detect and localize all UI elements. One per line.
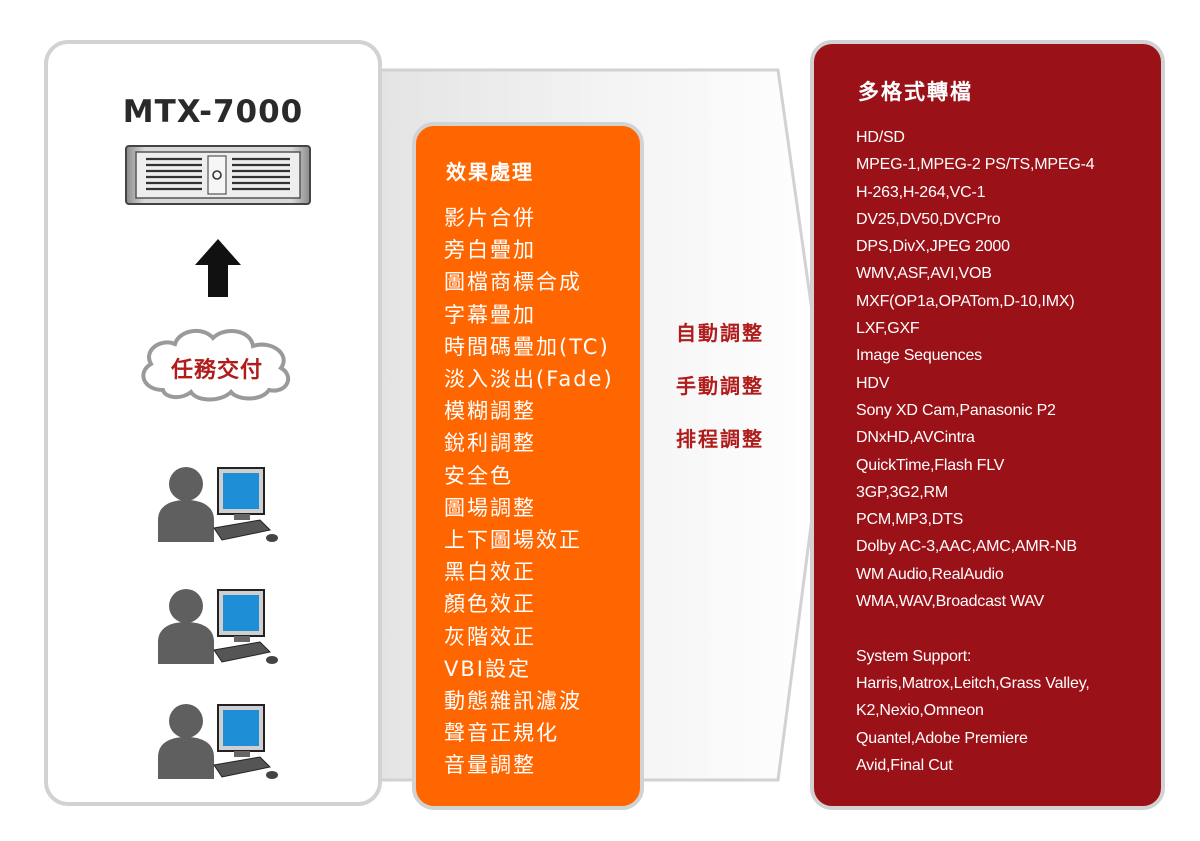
adjust-item: 排程調整 xyxy=(676,427,764,451)
format-item: LXF,GXF xyxy=(856,320,920,338)
support-item: Quantel,Adobe Premiere xyxy=(856,729,1028,747)
server-rack-icon xyxy=(125,145,311,205)
formats-panel: 多格式轉檔 HD/SD MPEG-1,MPEG-2 PS/TS,MPEG-4 H… xyxy=(810,40,1165,810)
effects-list: 影片合併 旁白疊加 圖檔商標合成 字幕疊加 時間碼疊加(TC) 淡入淡出(Fad… xyxy=(444,202,614,782)
format-item: HD/SD xyxy=(856,129,905,146)
support-item: Harris,Matrox,Leitch,Grass Valley, xyxy=(856,674,1090,692)
effects-item: 黑白效正 xyxy=(444,560,536,585)
effects-item: 圖場調整 xyxy=(444,495,536,520)
list-spacer xyxy=(856,615,1094,642)
format-item: WM Audio,RealAudio xyxy=(856,565,1004,583)
adjust-list: 自動調整 手動調整 排程調整 xyxy=(676,318,764,477)
effects-item: 旁白疊加 xyxy=(444,238,536,263)
format-item: DV25,DV50,DVCPro xyxy=(856,210,1001,228)
format-item: PCM,MP3,DTS xyxy=(856,511,964,529)
effects-item: 模糊調整 xyxy=(444,399,536,424)
format-item: WMV,ASF,AVI,VOB xyxy=(856,265,992,283)
adjust-item: 手動調整 xyxy=(676,374,764,398)
effects-item: 圖檔商標合成 xyxy=(444,270,582,295)
adjust-item: 自動調整 xyxy=(676,321,764,345)
effects-item: 上下圖場效正 xyxy=(444,528,582,553)
effects-item: 影片合併 xyxy=(444,206,536,230)
effects-item: 動態雜訊濾波 xyxy=(444,689,582,714)
source-panel: MTX-7000 任務交付 xyxy=(44,40,382,806)
format-item: 3GP,3G2,RM xyxy=(856,483,948,501)
support-item: K2,Nexio,Omneon xyxy=(856,702,984,720)
effects-item: 安全色 xyxy=(444,463,513,488)
effects-item: 顏色效正 xyxy=(444,592,536,617)
effects-item: 音量調整 xyxy=(444,753,536,778)
format-item: WMA,WAV,Broadcast WAV xyxy=(856,593,1045,611)
format-item: DPS,DivX,JPEG 2000 xyxy=(856,238,1010,256)
effects-item: 聲音正規化 xyxy=(444,721,559,746)
effects-item: 淡入淡出(Fade) xyxy=(444,367,614,392)
formats-list: HD/SD MPEG-1,MPEG-2 PS/TS,MPEG-4 H-263,H… xyxy=(856,124,1095,779)
workstation-icon xyxy=(158,467,278,542)
support-item: System Support: xyxy=(856,647,972,665)
effects-item: 灰階效正 xyxy=(444,624,536,649)
device-title: MTX-7000 xyxy=(122,94,304,130)
format-item: H-263,H-264,VC-1 xyxy=(856,183,986,201)
effects-item: 銳利調整 xyxy=(444,431,536,456)
delivery-label: 任務交付 xyxy=(170,358,263,383)
support-item: Avid,Final Cut xyxy=(856,756,953,774)
cloud-icon xyxy=(141,328,291,402)
workstation-icon xyxy=(158,704,278,779)
format-item: HDV xyxy=(856,374,890,392)
workstation-icon xyxy=(158,589,278,664)
effects-title: 效果處理 xyxy=(446,160,534,184)
effects-item: 時間碼疊加(TC) xyxy=(444,334,610,359)
format-item: MPEG-1,MPEG-2 PS/TS,MPEG-4 xyxy=(856,156,1095,174)
format-item: Sony XD Cam,Panasonic P2 xyxy=(856,401,1056,419)
effects-panel: 效果處理 影片合併 旁白疊加 圖檔商標合成 字幕疊加 時間碼疊加(TC) 淡入淡… xyxy=(412,122,644,810)
effects-item: 字幕疊加 xyxy=(444,302,536,327)
effects-item: VBI設定 xyxy=(444,656,531,681)
format-item: Dolby AC-3,AAC,AMC,AMR-NB xyxy=(856,538,1077,556)
format-item: MXF(OP1a,OPATom,D-10,IMX) xyxy=(856,292,1075,310)
format-item: Image Sequences xyxy=(856,347,982,365)
format-item: QuickTime,Flash FLV xyxy=(856,456,1005,474)
formats-title: 多格式轉檔 xyxy=(858,80,973,104)
format-item: DNxHD,AVCintra xyxy=(856,429,975,447)
up-arrow-icon xyxy=(195,239,241,297)
